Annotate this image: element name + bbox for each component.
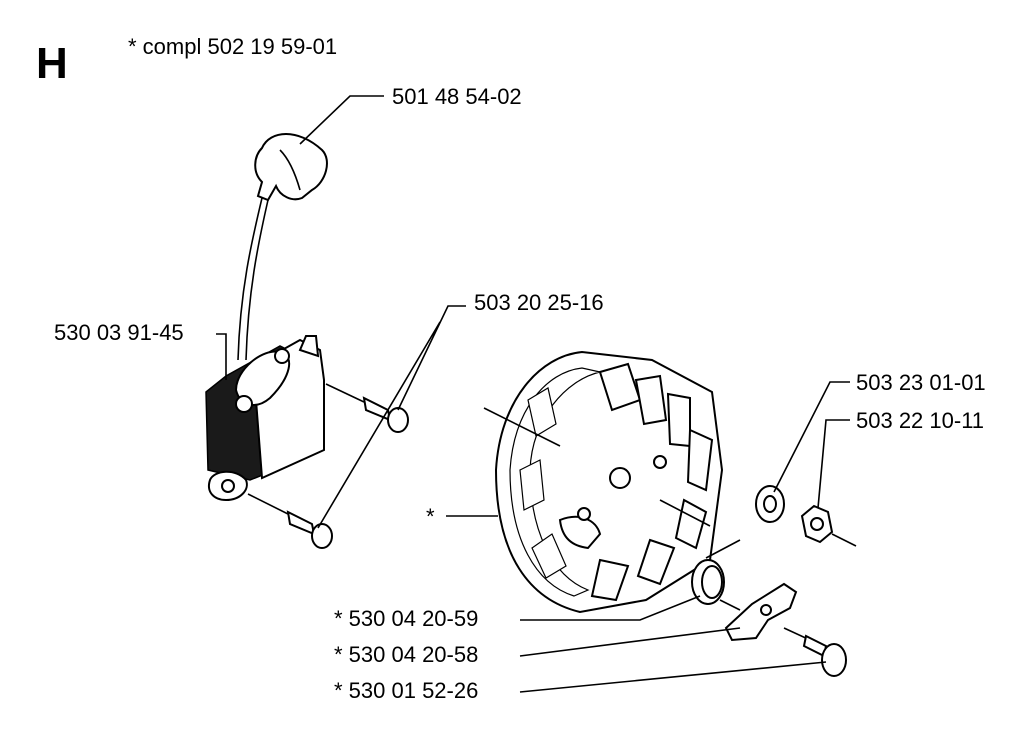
flywheel — [483, 350, 724, 614]
label-spark-plug-cap: 501 48 54-02 — [392, 84, 522, 109]
callout-line-spring — [520, 595, 701, 621]
label-ignition-module: 530 03 91-45 — [54, 320, 184, 345]
pawl-screw — [783, 627, 847, 677]
callout-line-screw — [317, 305, 466, 529]
callout-line-washer — [773, 381, 850, 493]
label-pawl-screw: * 530 01 52-26 — [334, 678, 478, 703]
ignition-lead — [237, 197, 269, 361]
starter-pawl — [719, 582, 798, 642]
washer — [755, 485, 785, 523]
callout-line-pawl — [519, 627, 741, 657]
callout-line-module — [216, 333, 227, 380]
label-flywheel: * — [426, 504, 435, 529]
section-letter: H — [36, 39, 68, 88]
label-pawl: * 530 04 20-58 — [334, 642, 478, 667]
callout-line-nut — [817, 419, 850, 509]
callout-line-cap — [299, 95, 384, 145]
starter-spring — [691, 539, 741, 605]
label-washer: 503 23 01-01 — [856, 370, 986, 395]
label-spring: * 530 04 20-59 — [334, 606, 478, 631]
callout-line-pawl-screw — [519, 661, 827, 693]
label-screw: 503 20 25-16 — [474, 290, 604, 315]
spark-plug-cap — [254, 133, 328, 202]
nut — [800, 504, 857, 547]
ignition-module — [205, 335, 325, 502]
module-screw-lower — [247, 493, 333, 549]
module-screw-upper — [325, 383, 409, 433]
label-nut: 503 22 10-11 — [856, 408, 984, 433]
assembly-note: * compl 502 19 59-01 — [128, 34, 337, 59]
